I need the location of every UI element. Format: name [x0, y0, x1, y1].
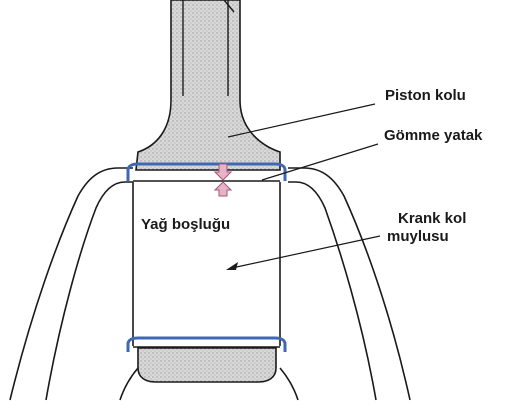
label-oil-clearance: Yağ boşluğu: [141, 216, 230, 233]
piston-rod-upper: [136, 0, 280, 170]
leader-piston-rod: [228, 104, 375, 137]
rod-cap-lower: [138, 348, 276, 382]
crank-pin: [133, 182, 280, 346]
label-crank-pin-line2: muylusu: [387, 228, 449, 245]
label-piston-rod: Piston kolu: [385, 87, 466, 104]
label-insert-bearing: Gömme yatak: [384, 127, 483, 144]
leader-crank-pin-arrowhead: [226, 262, 238, 270]
leader-crank-pin: [232, 236, 380, 268]
label-crank-pin-line1: Krank kol: [398, 210, 466, 227]
